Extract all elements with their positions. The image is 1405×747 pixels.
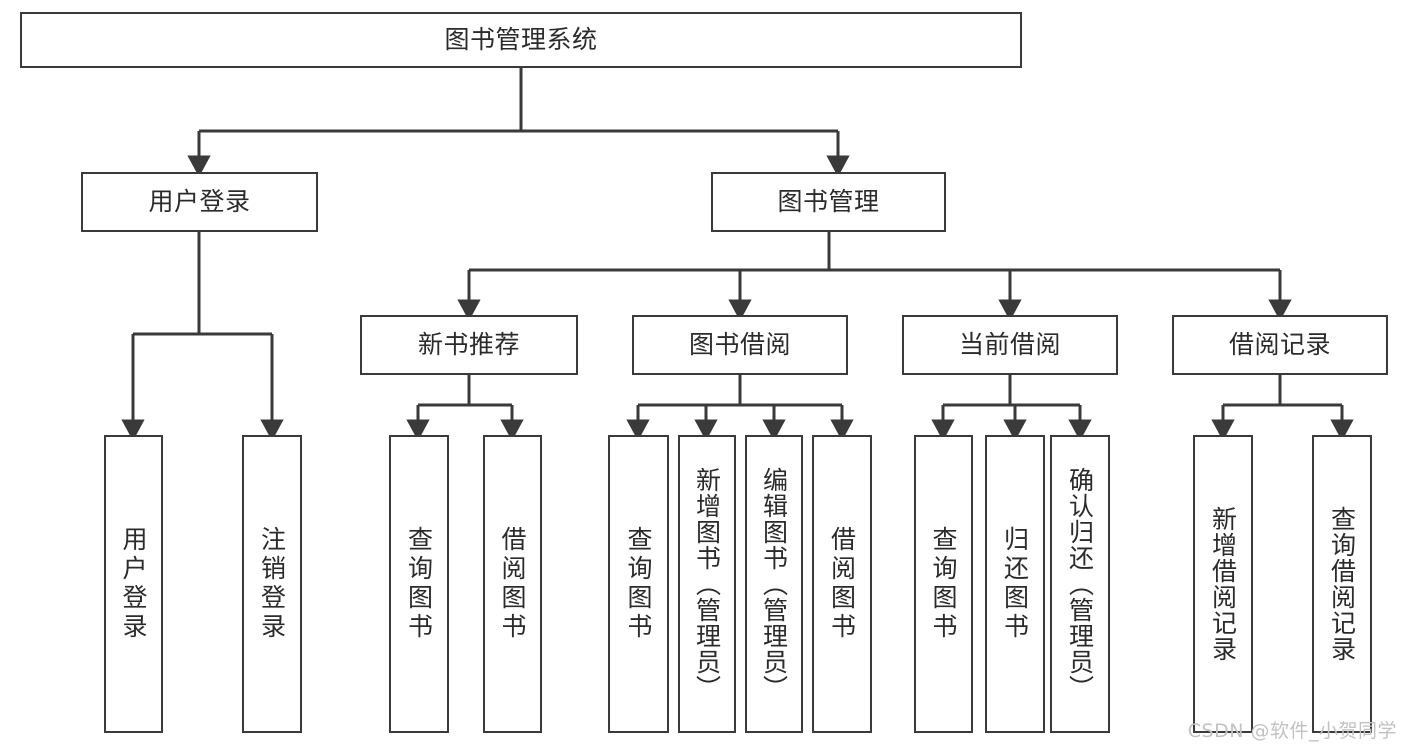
node-user-login[interactable]: 用户登录 (81, 172, 318, 232)
node-label: 借阅图书 (827, 526, 857, 642)
node-label: 确认归还（管理员） (1065, 467, 1095, 701)
node-label: 查询图书 (404, 526, 434, 642)
node-label: 图书借阅 (688, 330, 791, 360)
node-borrow-record[interactable]: 借阅记录 (1172, 315, 1388, 375)
leaf-borrow-borrow-book[interactable]: 借阅图书 (812, 435, 872, 733)
node-label: 图书管理 (777, 187, 880, 217)
leaf-borrow-add-book-admin[interactable]: 新增图书（管理员） (678, 435, 736, 733)
node-label: 新增借阅记录 (1208, 506, 1238, 662)
node-label: 查询借阅记录 (1327, 506, 1357, 662)
node-current-borrow[interactable]: 当前借阅 (902, 315, 1118, 375)
node-label: 新增图书（管理员） (692, 467, 722, 701)
node-label: 查询图书 (929, 526, 958, 642)
node-label: 查询图书 (624, 526, 653, 642)
leaf-borrow-edit-book-admin[interactable]: 编辑图书（管理员） (745, 435, 803, 733)
leaf-recommend-borrow-book[interactable]: 借阅图书 (483, 435, 542, 733)
node-label: 归还图书 (1000, 526, 1030, 642)
node-book-borrow[interactable]: 图书借阅 (632, 315, 848, 375)
node-book-management[interactable]: 图书管理 (711, 172, 946, 232)
leaf-record-add-borrow-record[interactable]: 新增借阅记录 (1193, 435, 1253, 733)
leaf-current-confirm-return-admin[interactable]: 确认归还（管理员） (1050, 435, 1110, 733)
node-label: 图书管理系统 (444, 25, 598, 55)
node-label: 注销登录 (257, 526, 287, 642)
node-label: 编辑图书（管理员） (759, 467, 789, 701)
leaf-borrow-query-book[interactable]: 查询图书 (608, 435, 669, 733)
leaf-recommend-query-book[interactable]: 查询图书 (389, 435, 449, 733)
leaf-record-query-borrow-record[interactable]: 查询借阅记录 (1312, 435, 1372, 733)
node-label: 借阅图书 (498, 526, 527, 642)
node-label: 新书推荐 (417, 330, 520, 360)
node-label: 用户登录 (119, 526, 148, 642)
leaf-current-return-book[interactable]: 归还图书 (985, 435, 1045, 733)
leaf-current-query-book[interactable]: 查询图书 (914, 435, 973, 733)
node-root-book-management-system[interactable]: 图书管理系统 (20, 12, 1022, 68)
node-new-book-recommendation[interactable]: 新书推荐 (360, 315, 578, 375)
leaf-user-login-logout[interactable]: 注销登录 (242, 435, 302, 733)
node-label: 用户登录 (148, 187, 251, 217)
node-label: 借阅记录 (1228, 330, 1331, 360)
node-label: 当前借阅 (958, 330, 1061, 360)
csdn-watermark: CSDN @软件_小贺同学 (1187, 720, 1397, 742)
leaf-user-login-login[interactable]: 用户登录 (104, 435, 163, 733)
